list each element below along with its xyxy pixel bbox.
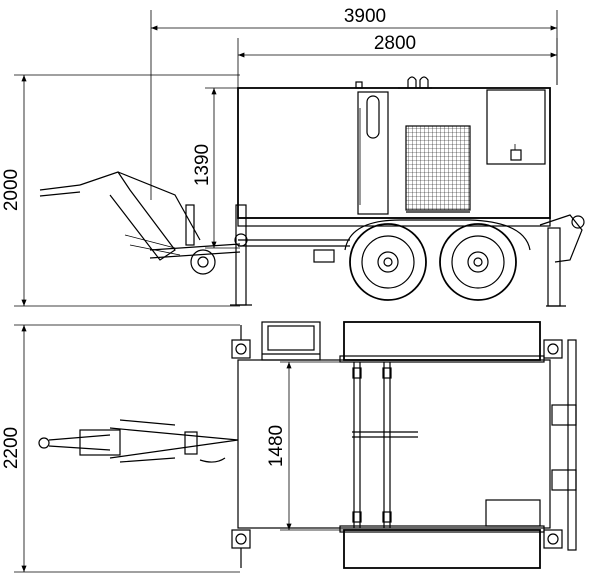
dim-1390-label: 1390 (192, 144, 213, 186)
dimension-body-height: 1390 (192, 87, 240, 249)
radiator-grille (405, 125, 471, 211)
dimension-track-width: 1480 (266, 361, 345, 531)
rear-bumper (567, 339, 577, 551)
toolbox (261, 321, 321, 361)
drawbar-top (38, 419, 239, 463)
stabilizer-front-bottom (231, 529, 251, 568)
dim-1480-label: 1480 (266, 425, 287, 467)
dim-2000-label: 2000 (1, 169, 22, 211)
dim-2800-label: 2800 (374, 33, 416, 54)
wheel-rear (439, 223, 517, 301)
dimension-overall-width: 2200 (1, 324, 240, 573)
dim-3900-label: 3900 (344, 6, 386, 27)
wheel-front (349, 223, 427, 301)
jockey-wheel (185, 204, 216, 275)
fender-box-top (343, 321, 541, 361)
dimension-body-length: 2800 (237, 33, 558, 95)
jack-stand-rear (539, 214, 585, 307)
lifting-eye (355, 76, 432, 89)
fender-box-bottom (343, 529, 541, 569)
stabilizer-rear-bottom (543, 529, 563, 549)
side-door (357, 91, 389, 215)
stabilizer-front-top (231, 325, 251, 359)
side-view (39, 76, 585, 307)
dimension-overall-height: 2000 (1, 74, 240, 307)
control-cabinet (486, 89, 546, 165)
drawbar (39, 171, 201, 261)
jack-stand-front (230, 204, 252, 306)
fender (344, 219, 531, 251)
top-view (38, 321, 577, 569)
body-enclosure (237, 87, 551, 219)
dimension-overall-length: 3900 (150, 6, 558, 200)
dim-2200-label: 2200 (1, 427, 22, 469)
stabilizer-rear-top (543, 339, 563, 359)
